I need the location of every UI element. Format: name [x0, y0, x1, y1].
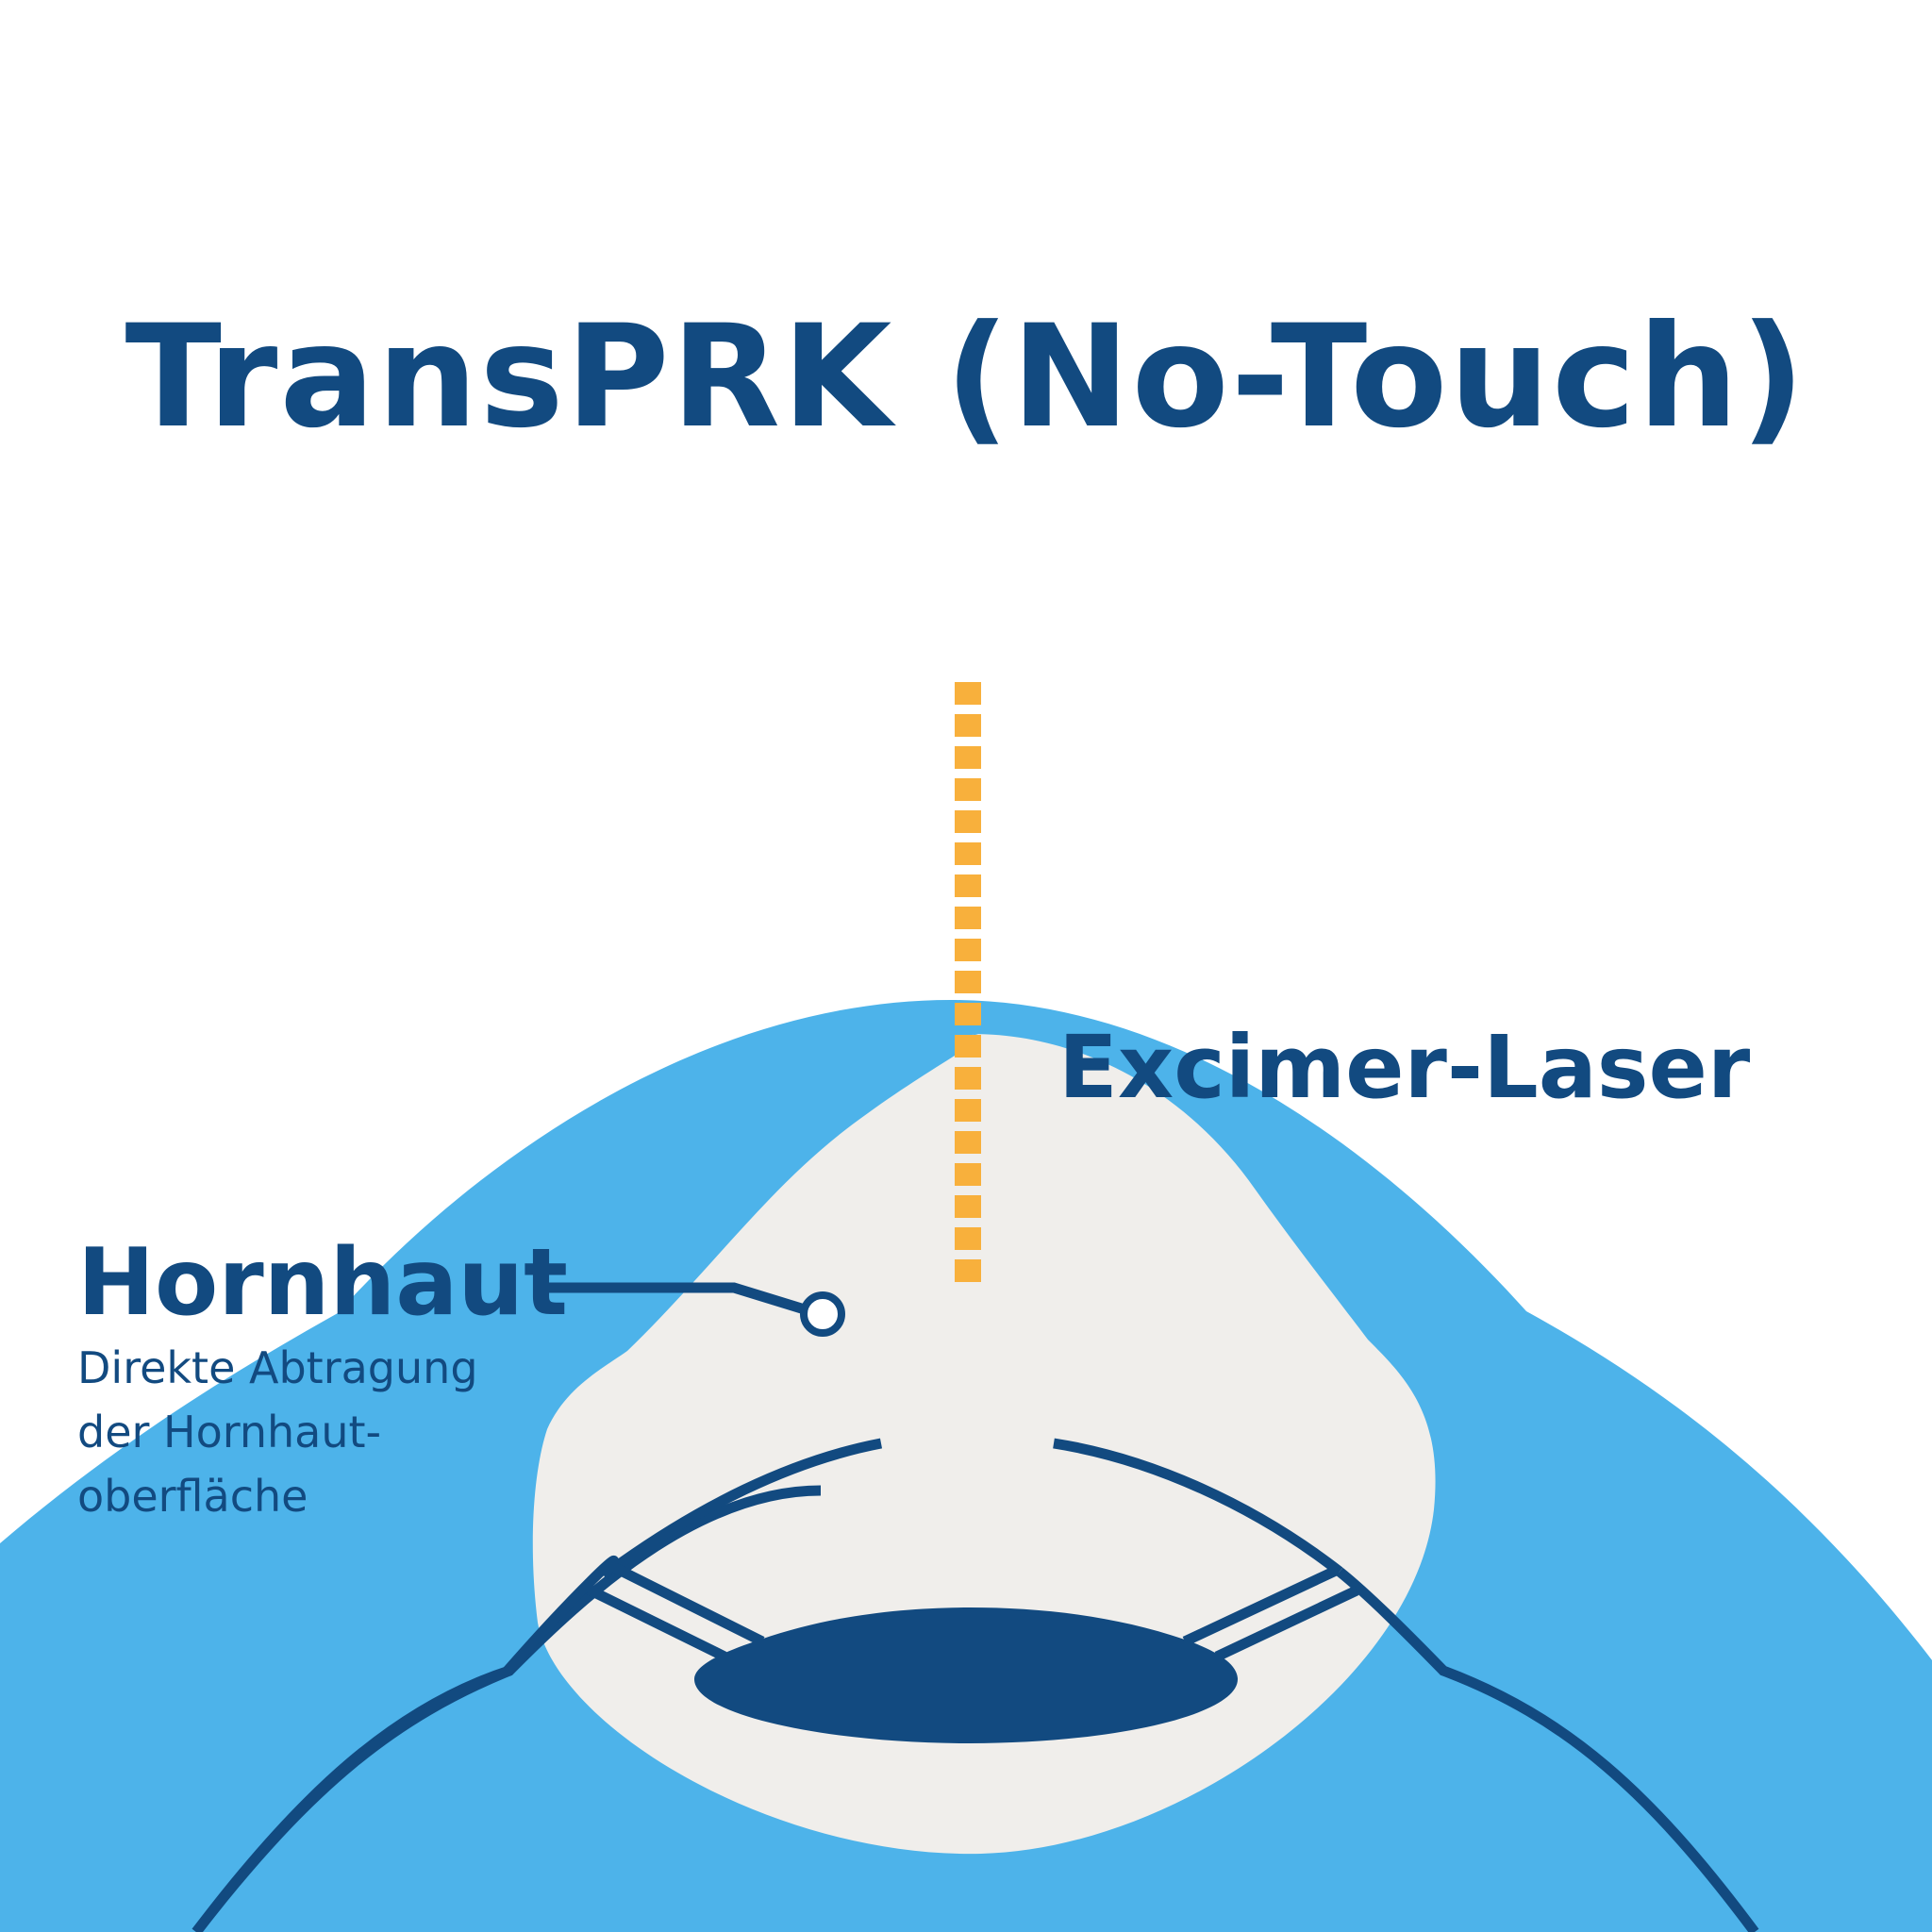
lens [694, 1607, 1238, 1743]
ciliary-band-left-inner [586, 1585, 727, 1661]
laser-dash [955, 939, 981, 961]
cornea-leader-line [538, 1282, 809, 1316]
laser-dash [955, 874, 981, 897]
sclera-outer-right [1336, 1567, 1759, 1932]
laser-dash [955, 1227, 981, 1250]
ciliary-band-right-outer [1182, 1565, 1341, 1646]
laser-dash [955, 1003, 981, 1025]
laser-dash [955, 1163, 981, 1186]
sclera-outer-left [192, 1665, 512, 1932]
page-title: TransPRK (No-Touch) [125, 295, 1807, 459]
laser-dash [955, 714, 981, 737]
laser-dash [955, 1131, 981, 1154]
laser-dash [955, 842, 981, 865]
laser-dash [955, 810, 981, 833]
laser-dash [955, 907, 981, 929]
sclera-line-left [503, 1555, 620, 1674]
iris-arc-right [1053, 1438, 1343, 1576]
cornea-description-line: oberfläche [77, 1471, 308, 1522]
iris-arc-left [600, 1438, 883, 1580]
cornea-description-line: der Hornhaut- [77, 1407, 382, 1457]
laser-dash [955, 682, 981, 705]
laser-dash [955, 1259, 981, 1282]
cornea-description-line: Direkte Abtragung [77, 1342, 478, 1393]
cornea-marker [800, 1291, 845, 1337]
laser-dash [955, 1067, 981, 1090]
ciliary-band-left-outer [612, 1563, 765, 1646]
cornea-description: Direkte Abtragung der Hornhaut- oberfläc… [77, 1336, 606, 1528]
laser-dash [955, 778, 981, 801]
laser-dash [955, 1099, 981, 1122]
laser-dash [955, 971, 981, 993]
laser-beam [955, 682, 981, 1282]
ciliary-band-right-inner [1214, 1586, 1359, 1661]
laser-label: Excimer-Laser [1058, 1017, 1751, 1118]
laser-dash [955, 1195, 981, 1218]
laser-dash [955, 1035, 981, 1058]
laser-dash [955, 746, 981, 769]
cornea-label: Hornhaut [77, 1229, 568, 1337]
